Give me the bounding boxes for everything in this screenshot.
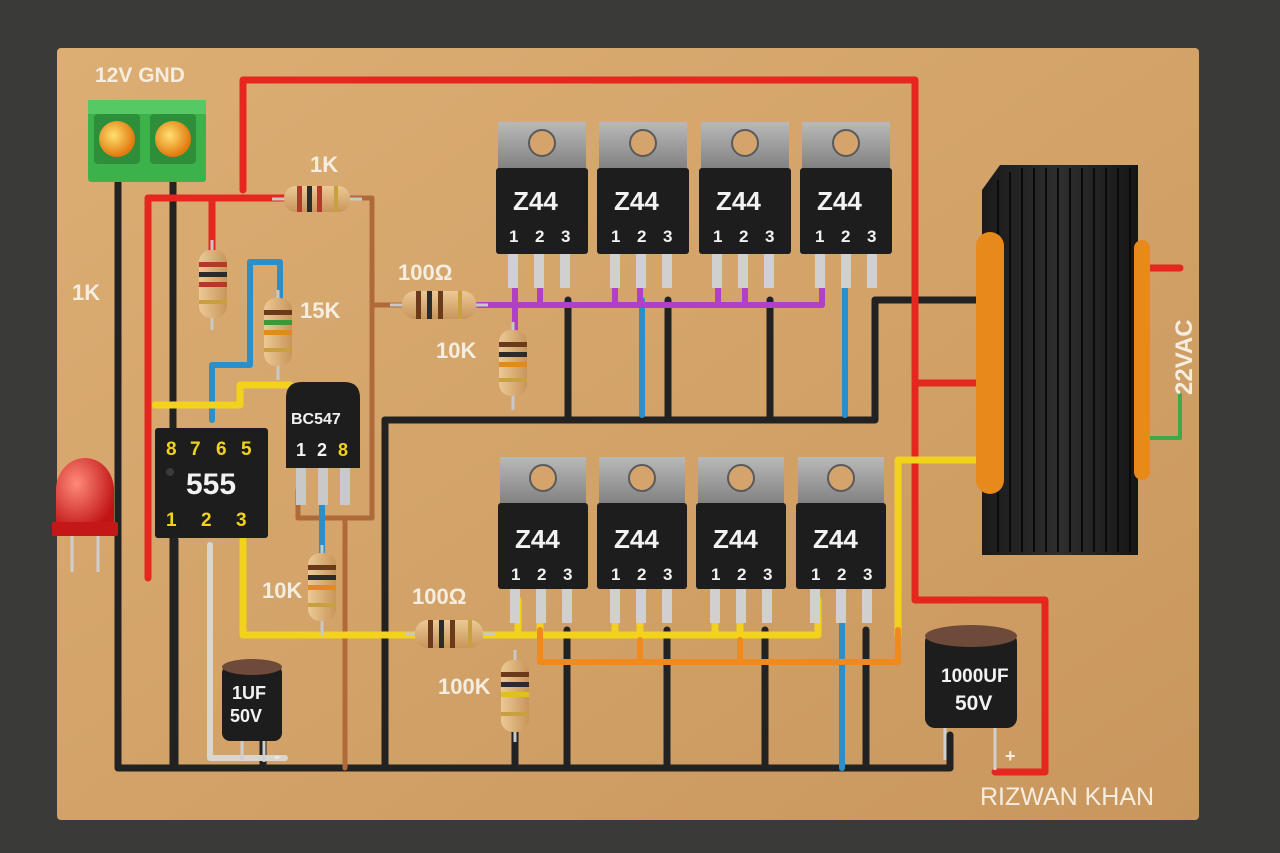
white-wire xyxy=(207,542,288,761)
orange-wires xyxy=(537,627,901,665)
capacitor-1000uf[interactable] xyxy=(925,625,1017,770)
resistor-10k-left[interactable] xyxy=(308,545,336,635)
cap-large-value: 1000UF xyxy=(941,666,1009,687)
bc547-pin-1: 1 xyxy=(296,440,306,460)
label-1k-left: 1K xyxy=(72,280,100,305)
ic555-pin-2: 2 xyxy=(201,510,212,531)
mosfet-bottom-1[interactable] xyxy=(498,457,588,623)
power-wires xyxy=(144,76,1184,776)
resistor-10k-top[interactable] xyxy=(499,322,527,410)
bc547-pin-8: 8 xyxy=(338,440,348,460)
label-100-bottom: 100Ω xyxy=(412,584,466,609)
mosfet-bottom-1-pin-2: 2 xyxy=(537,565,546,584)
mosfet-top-4-pin-3: 3 xyxy=(867,227,876,246)
ic555-pin-3: 3 xyxy=(236,510,247,531)
mosfet-bottom-4-name: Z44 xyxy=(813,524,858,554)
mosfet-bottom-2[interactable] xyxy=(597,457,687,623)
mosfet-bottom-4-pin-1: 1 xyxy=(811,565,820,584)
bc547-pin-2: 2 xyxy=(317,440,327,460)
mosfet-top-4-pin-2: 2 xyxy=(841,227,850,246)
mosfet-top-3-pin-3: 3 xyxy=(765,227,774,246)
label-100-top: 100Ω xyxy=(398,260,452,285)
mosfet-bottom-3-name: Z44 xyxy=(713,524,758,554)
mosfet-bottom-2-pin-2: 2 xyxy=(637,565,646,584)
cap-large-voltage: 50V xyxy=(955,692,992,715)
mosfet-bottom-3[interactable] xyxy=(696,457,786,623)
wires xyxy=(114,76,1184,776)
transformer[interactable] xyxy=(976,165,1150,555)
mosfet-top-4[interactable] xyxy=(800,122,892,288)
mosfet-bottom-1-pin-1: 1 xyxy=(511,565,520,584)
mosfet-bottom-4[interactable] xyxy=(796,457,886,623)
cap-small-value: 1UF xyxy=(232,683,266,703)
label-1k-top: 1K xyxy=(310,152,338,177)
resistor-100k[interactable] xyxy=(501,650,529,742)
ic555-pin-6: 6 xyxy=(216,439,227,460)
red-led[interactable] xyxy=(52,458,118,572)
mosfet-bottom-2-pin-3: 3 xyxy=(663,565,672,584)
mosfet-bottom-2-name: Z44 xyxy=(614,524,659,554)
bc547-transistor[interactable] xyxy=(286,382,360,505)
label-10k-left: 10K xyxy=(262,578,302,603)
mosfet-top-3[interactable] xyxy=(699,122,791,288)
ic555-pin-5: 5 xyxy=(241,439,252,460)
resistor-100-bottom[interactable] xyxy=(405,620,495,648)
resistor-1k-top[interactable] xyxy=(272,186,362,212)
mosfet-top-2-pin-2: 2 xyxy=(637,227,646,246)
mosfet-bottom-3-pin-1: 1 xyxy=(711,565,720,584)
mosfet-bottom-2-pin-1: 1 xyxy=(611,565,620,584)
mosfet-top-1-pin-3: 3 xyxy=(561,227,570,246)
mosfet-top-3-pin-2: 2 xyxy=(739,227,748,246)
author-credit: RIZWAN KHAN xyxy=(980,783,1154,811)
label-10k-top: 10K xyxy=(436,338,476,363)
mosfet-top-3-pin-1: 1 xyxy=(713,227,722,246)
mosfet-top-1-pin-2: 2 xyxy=(535,227,544,246)
mosfet-bottom-4-pin-2: 2 xyxy=(837,565,846,584)
transformer-secondary-coil xyxy=(1134,240,1150,480)
mosfet-top-4-name: Z44 xyxy=(817,186,862,216)
power-terminal[interactable] xyxy=(88,100,206,182)
label-15k: 15K xyxy=(300,298,340,323)
terminal-label: 12V GND xyxy=(95,64,185,87)
terminal-gnd-screw xyxy=(155,121,191,157)
terminal-12v-screw xyxy=(99,121,135,157)
mosfet-bottom-1-name: Z44 xyxy=(515,524,560,554)
ic555-pin-7: 7 xyxy=(190,439,201,460)
mosfet-top-1-pin-1: 1 xyxy=(509,227,518,246)
resistor-15k[interactable] xyxy=(264,290,292,380)
mosfet-top-4-pin-1: 1 xyxy=(815,227,824,246)
cap-small-voltage: 50V xyxy=(230,706,262,726)
mosfet-bottom-3-pin-2: 2 xyxy=(737,565,746,584)
cap-large-polarity: + xyxy=(1005,746,1016,766)
resistor-100-top[interactable] xyxy=(390,291,488,319)
transformer-primary-coil xyxy=(976,232,1004,494)
cap-small-polarity: - xyxy=(274,746,280,766)
capacitor-1uf[interactable] xyxy=(222,659,282,762)
mosfet-top-1-name: Z44 xyxy=(513,186,558,216)
mosfet-top-2-pin-3: 3 xyxy=(663,227,672,246)
ic555-name: 555 xyxy=(186,468,236,501)
resistor-1k-left[interactable] xyxy=(199,240,227,330)
mosfet-bottom-4-pin-3: 3 xyxy=(863,565,872,584)
mosfet-top-2[interactable] xyxy=(597,122,689,288)
mosfet-bottom-3-pin-3: 3 xyxy=(763,565,772,584)
label-100k: 100K xyxy=(438,674,491,699)
ic555-pin-8: 8 xyxy=(166,439,177,460)
timer-555-ic[interactable] xyxy=(155,428,268,538)
mosfet-top-3-name: Z44 xyxy=(716,186,761,216)
green-wire xyxy=(1143,393,1182,440)
mosfet-top-1[interactable] xyxy=(496,122,588,288)
bc547-name: BC547 xyxy=(291,411,341,428)
output-voltage-label: 22VAC xyxy=(1171,319,1198,395)
mosfet-top-2-name: Z44 xyxy=(614,186,659,216)
mosfet-bottom-1-pin-3: 3 xyxy=(563,565,572,584)
ic555-pin-1: 1 xyxy=(166,510,177,531)
mosfet-top-2-pin-1: 1 xyxy=(611,227,620,246)
